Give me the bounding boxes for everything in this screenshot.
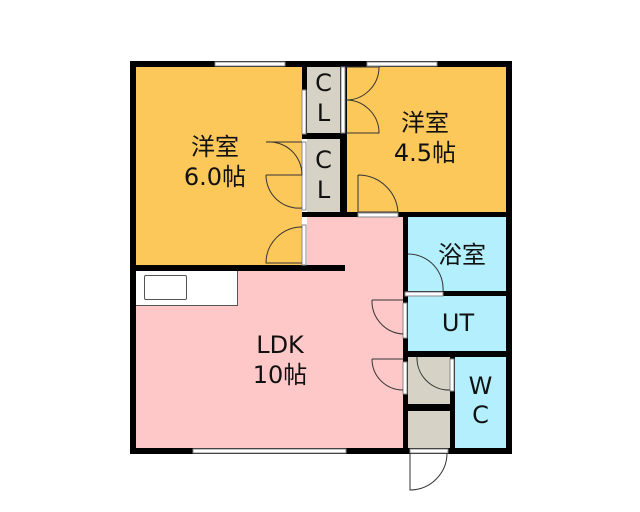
room-size: 6.0帖 xyxy=(183,163,247,191)
closet-c: C xyxy=(315,146,332,174)
door-swing xyxy=(265,174,303,209)
room-label-western-45: 洋室 4.5帖 xyxy=(370,108,480,168)
door-jamb xyxy=(301,224,307,266)
wall xyxy=(130,265,345,271)
room-name: LDK xyxy=(256,331,304,359)
hall-storage-1 xyxy=(408,357,450,404)
room-bath xyxy=(408,217,506,291)
wall xyxy=(340,61,347,217)
wall xyxy=(403,351,512,357)
wc-w: W xyxy=(468,372,493,400)
door-swing xyxy=(357,174,399,213)
closet-l: L xyxy=(316,176,331,204)
window-western-45 xyxy=(366,61,438,67)
wall-outer-top xyxy=(130,61,512,67)
room-western-6 xyxy=(136,67,302,266)
entrance xyxy=(408,411,450,448)
room-utility xyxy=(408,296,506,351)
door-jamb xyxy=(402,361,408,395)
room-western-45 xyxy=(347,67,506,213)
wall xyxy=(302,133,345,139)
room-size: 4.5帖 xyxy=(393,139,457,167)
closet-c: C xyxy=(315,69,332,97)
wc-c: C xyxy=(472,401,489,429)
door-swing xyxy=(265,141,303,176)
room-label-wc: W C xyxy=(455,372,506,430)
closet-l: L xyxy=(316,99,331,127)
wall-outer-left xyxy=(130,61,136,454)
door-swing xyxy=(265,226,303,264)
window-ldk xyxy=(192,448,347,454)
room-label-utility: UT xyxy=(441,309,475,337)
room-wc xyxy=(455,357,506,448)
kitchen-sink xyxy=(144,275,187,300)
room-label-western-6: 洋室 6.0帖 xyxy=(160,132,270,192)
door-swing xyxy=(344,99,380,134)
door-jamb xyxy=(357,212,399,218)
door-swing xyxy=(371,299,404,335)
room-size: 10帖 xyxy=(252,361,308,389)
wall xyxy=(403,291,512,296)
door-jamb xyxy=(301,141,307,211)
door-jamb xyxy=(301,89,307,135)
door-swing xyxy=(371,358,404,391)
door-jamb xyxy=(340,66,346,134)
window-western-6 xyxy=(214,61,286,67)
room-ldk-upper xyxy=(307,217,403,267)
door-jamb xyxy=(402,302,408,339)
door-jamb xyxy=(449,358,455,392)
wall xyxy=(403,404,455,411)
door-jamb xyxy=(409,448,449,454)
closet-2 xyxy=(307,139,340,213)
entrance-door-swing xyxy=(409,452,448,491)
door-swing xyxy=(344,66,380,101)
wall-outer-right xyxy=(506,61,512,454)
closet-label-1: C L xyxy=(307,68,340,128)
door-swing xyxy=(407,253,444,293)
room-name: 洋室 xyxy=(191,133,239,161)
wall xyxy=(450,351,455,454)
closet-1 xyxy=(307,67,340,133)
room-label-bath: 浴室 xyxy=(438,241,486,269)
room-name: 洋室 xyxy=(401,109,449,137)
room-label-ldk: LDK 10帖 xyxy=(220,330,340,390)
closet-label-2: C L xyxy=(307,145,340,205)
door-swing xyxy=(416,356,451,391)
door-jamb xyxy=(404,291,444,297)
